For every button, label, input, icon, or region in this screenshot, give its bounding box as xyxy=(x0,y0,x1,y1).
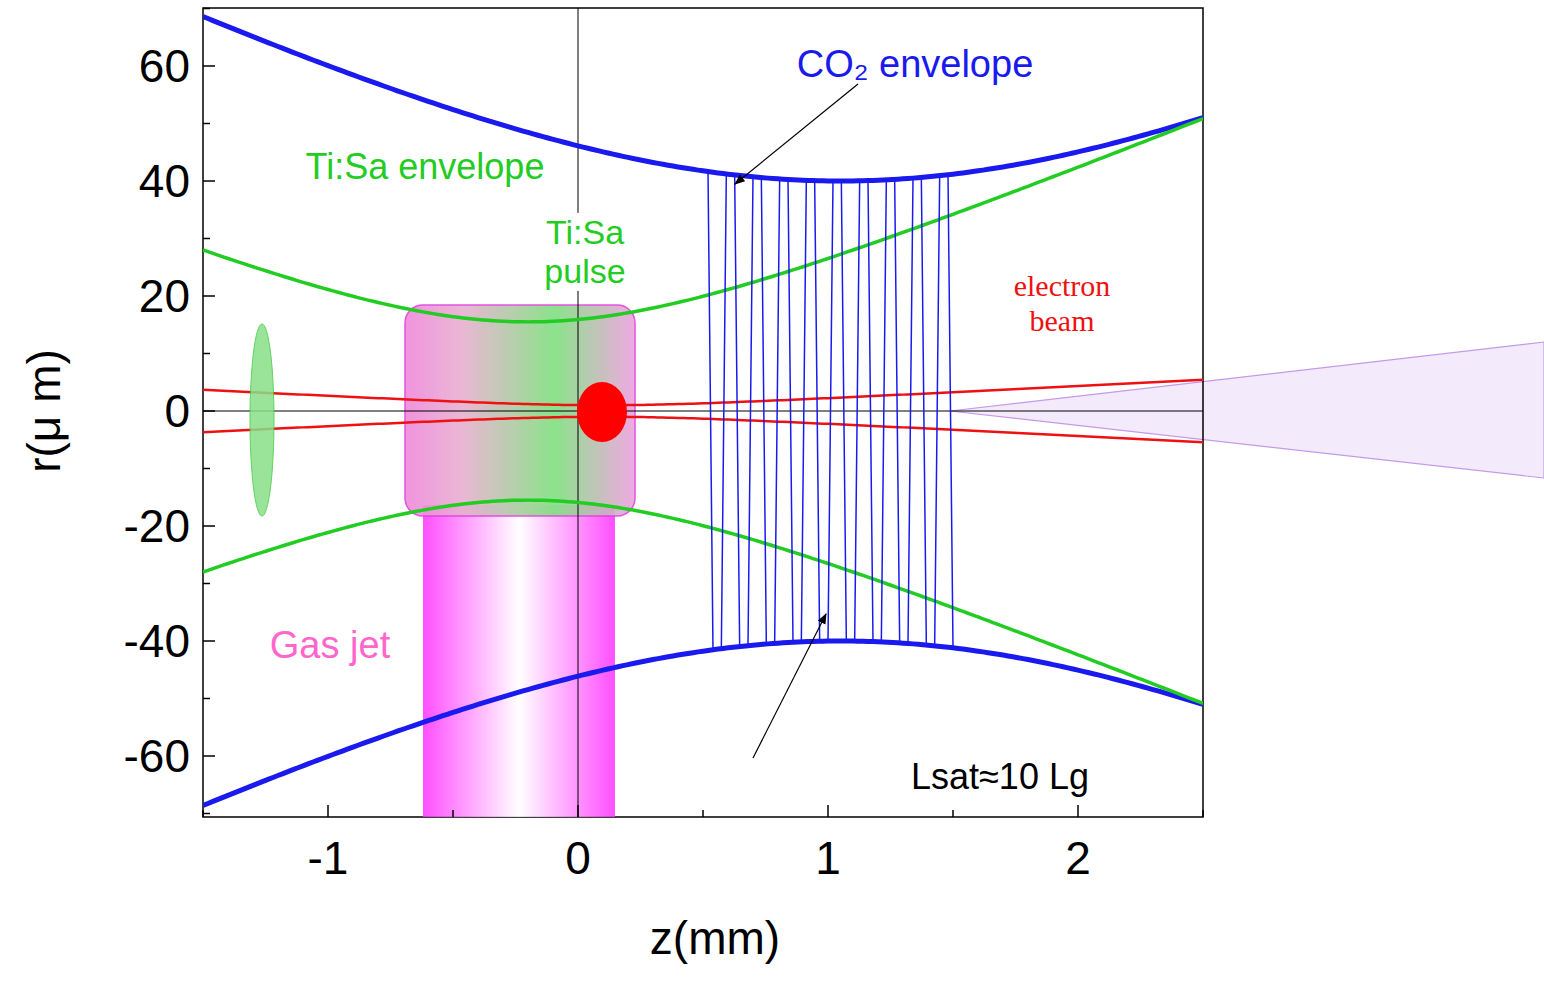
electron-bunch xyxy=(577,382,627,442)
radiation-cone xyxy=(950,342,1544,478)
tick-label: -40 xyxy=(124,615,190,668)
electron-beam-envelope xyxy=(203,380,1203,405)
tick-label: -20 xyxy=(124,500,190,553)
tick-label: 40 xyxy=(139,155,190,208)
axis-title: z(mm) xyxy=(650,912,780,965)
r-zero-line xyxy=(203,411,1203,412)
tick-label: 1 xyxy=(815,832,841,885)
curve-label: Ti:Sa envelope xyxy=(306,146,545,187)
tick-label: -60 xyxy=(124,730,190,783)
tick-label: 60 xyxy=(139,40,190,93)
co2-pulse xyxy=(708,172,953,651)
tick-label: -1 xyxy=(308,832,349,885)
pulse-label: Ti:Sa pulse xyxy=(522,213,648,291)
axis-ticks xyxy=(203,9,1203,818)
leader-arrow xyxy=(735,84,858,184)
tisa-pulse xyxy=(250,324,274,516)
curve-label: CO₂ envelope xyxy=(797,43,1034,87)
beam-label: electron beam xyxy=(997,269,1127,338)
tick-label: 0 xyxy=(164,385,190,438)
leader-arrow xyxy=(753,614,826,758)
length-note: Lsat≈10 Lg xyxy=(911,756,1089,797)
axis-title: r(μ m) xyxy=(18,349,71,473)
tick-label: 2 xyxy=(1065,832,1091,885)
tick-label: 0 xyxy=(565,832,591,885)
jet-label: Gas jet xyxy=(270,624,390,668)
gas-jet-column xyxy=(423,505,615,817)
electron-beam-envelope xyxy=(203,417,1203,442)
plot-frame xyxy=(203,8,1203,817)
tisa-envelope xyxy=(203,500,1203,703)
tick-label: 20 xyxy=(139,270,190,323)
